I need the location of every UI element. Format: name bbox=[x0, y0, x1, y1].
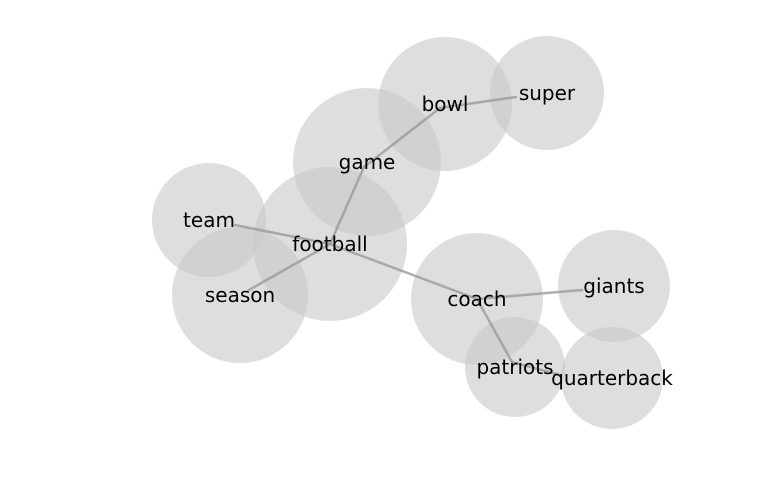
node-circle-patriots bbox=[465, 317, 565, 417]
node-label-season: season bbox=[205, 283, 275, 307]
edge-patriots-quarterback bbox=[510, 360, 562, 377]
edges bbox=[233, 95, 584, 377]
node-label-bowl: bowl bbox=[422, 92, 469, 116]
edge-coach-patriots bbox=[475, 297, 514, 364]
node-label-quarterback: quarterback bbox=[551, 366, 673, 390]
node-circle-quarterback bbox=[561, 327, 663, 429]
node-labels: football game bowl super team season coach gian… bbox=[183, 81, 673, 390]
node-circle-season bbox=[172, 227, 308, 363]
node-label-football: football bbox=[292, 232, 367, 256]
edge-football-season bbox=[247, 242, 332, 292]
node-label-patriots: patriots bbox=[476, 355, 553, 379]
node-circle-bowl bbox=[378, 37, 512, 171]
edge-football-coach bbox=[328, 242, 479, 301]
node-label-giants: giants bbox=[583, 274, 644, 298]
edge-bowl-super bbox=[438, 95, 518, 110]
edge-football-game bbox=[328, 165, 366, 246]
node-label-team: team bbox=[183, 208, 235, 232]
edge-coach-giants bbox=[475, 288, 584, 301]
node-circle-super bbox=[490, 36, 604, 150]
node-label-game: game bbox=[339, 150, 396, 174]
node-label-super: super bbox=[519, 81, 576, 105]
node-label-coach: coach bbox=[447, 287, 506, 311]
node-circle-giants bbox=[558, 230, 670, 342]
edge-football-team bbox=[233, 223, 332, 246]
edge-game-bowl bbox=[362, 106, 442, 169]
